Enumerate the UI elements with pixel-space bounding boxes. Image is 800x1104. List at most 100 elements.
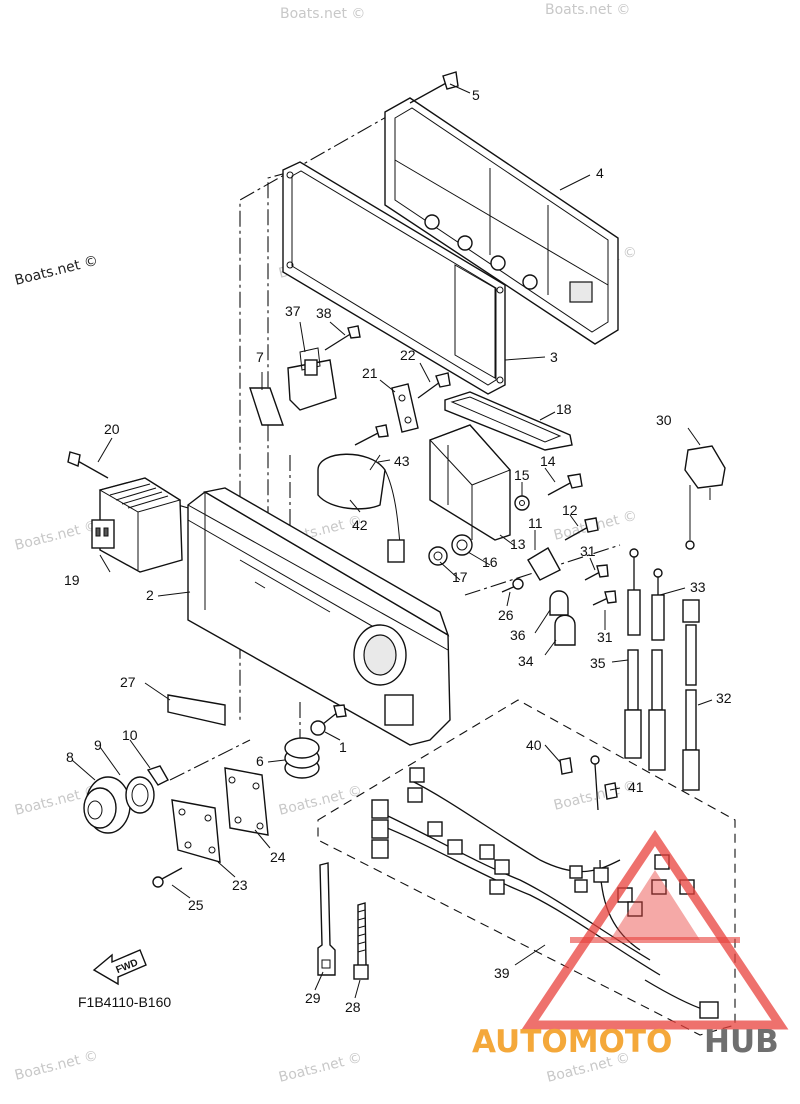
relay-37 <box>287 347 337 411</box>
plug-wire-32 <box>682 599 700 791</box>
gasket <box>282 161 506 395</box>
callout-1: 1 <box>339 739 347 755</box>
knob-8 <box>83 776 131 834</box>
callout-42: 42 <box>352 517 368 533</box>
callout-19: 19 <box>64 572 80 588</box>
watermark: Boats.net © <box>13 1048 100 1084</box>
rectifier-regulator-19 <box>91 477 183 573</box>
collar-16 <box>451 534 473 556</box>
plug-wire-33 <box>648 568 666 771</box>
callout-31-b: 31 <box>597 629 613 645</box>
plate-23 <box>171 799 221 863</box>
washer-15 <box>514 495 530 511</box>
clip-10 <box>146 765 169 786</box>
callout-34: 34 <box>518 653 534 669</box>
callout-43: 43 <box>394 453 410 469</box>
callout-5: 5 <box>472 87 480 103</box>
callout-6: 6 <box>256 753 264 769</box>
tie-29 <box>317 862 336 976</box>
callout-15: 15 <box>514 467 530 483</box>
grommet-6 <box>284 737 320 779</box>
cap-36 <box>549 590 569 616</box>
logo-triangle <box>521 829 789 1030</box>
sensor-42 <box>317 453 405 563</box>
callout-32: 32 <box>716 690 732 706</box>
callout-21: 21 <box>362 365 378 381</box>
callout-38: 38 <box>316 305 332 321</box>
callout-30: 30 <box>656 412 672 428</box>
callout-41: 41 <box>628 779 644 795</box>
terminal-41 <box>604 782 618 800</box>
logo-text-hub: HUB <box>704 1024 779 1060</box>
plate-24 <box>224 767 269 836</box>
band-18 <box>444 391 573 451</box>
watermark: Boats.net © <box>13 518 100 554</box>
screw-25 <box>152 867 183 888</box>
callout-4: 4 <box>596 165 604 181</box>
callout-20: 20 <box>104 421 120 437</box>
wire-harness-39 <box>317 699 736 1036</box>
callout-27: 27 <box>120 674 136 690</box>
screw-1 <box>310 704 347 736</box>
bracket-11 <box>527 547 561 581</box>
callout-33: 33 <box>690 579 706 595</box>
screw-31-a <box>584 564 609 581</box>
callout-31-a: 31 <box>580 543 596 559</box>
callout-39: 39 <box>494 965 510 981</box>
screw-31-b <box>592 590 617 606</box>
bracket-21 <box>391 383 419 433</box>
callout-29: 29 <box>305 990 321 1006</box>
terminal-40 <box>559 757 573 775</box>
forward-arrow: FWD <box>92 949 147 986</box>
diagram-code: F1B4110-B160 <box>78 994 171 1010</box>
callout-numbers: 1 2 3 4 5 6 7 8 9 10 11 12 13 14 15 16 1… <box>64 87 732 1015</box>
electrical-box <box>187 487 451 746</box>
callout-22: 22 <box>400 347 416 363</box>
watermark-dark: Boats.net © <box>13 253 100 289</box>
cdi-unit-13 <box>429 424 511 541</box>
callout-40: 40 <box>526 737 542 753</box>
screw-20 <box>67 451 109 479</box>
callout-35: 35 <box>590 655 606 671</box>
callout-leaders <box>71 83 713 999</box>
plug-wire-35 <box>624 548 642 759</box>
callout-25: 25 <box>188 897 204 913</box>
bolt-26 <box>501 578 524 593</box>
cap-34 <box>554 614 576 646</box>
watermark: Boats.net © <box>545 2 630 18</box>
callout-14: 14 <box>540 453 556 469</box>
callout-36: 36 <box>510 627 526 643</box>
watermark: Boats.net © <box>277 1050 364 1086</box>
callout-8: 8 <box>66 749 74 765</box>
ignition-coil-30 <box>684 445 726 550</box>
callout-11: 11 <box>528 515 543 531</box>
ring-9 <box>125 776 155 814</box>
screw-14 <box>547 473 583 496</box>
callout-28: 28 <box>345 999 361 1015</box>
callout-7: 7 <box>256 349 264 365</box>
callout-23: 23 <box>232 877 248 893</box>
watermark: Boats.net © <box>552 778 639 814</box>
screw-38 <box>324 325 361 351</box>
electrical-box-cover <box>384 97 619 345</box>
label-27 <box>167 694 226 726</box>
callout-3: 3 <box>550 349 558 365</box>
screw-12 <box>564 517 599 541</box>
automotohub-logo: AUTOMOTO HUB <box>472 829 789 1060</box>
cable-tie-28 <box>353 902 369 980</box>
callout-26: 26 <box>498 607 514 623</box>
callout-10: 10 <box>122 727 138 743</box>
callout-18: 18 <box>556 401 572 417</box>
callout-2: 2 <box>146 587 154 603</box>
callout-12: 12 <box>562 502 578 518</box>
callout-16: 16 <box>482 554 498 570</box>
callout-37: 37 <box>285 303 301 319</box>
plate-7 <box>249 387 284 426</box>
watermark: Boats.net © <box>280 6 365 22</box>
screw-5 <box>409 71 459 104</box>
callout-13: 13 <box>510 536 526 552</box>
callout-17: 17 <box>452 569 468 585</box>
logo-text-automoto: AUTOMOTO <box>472 1024 672 1060</box>
screw-22 <box>417 372 451 399</box>
